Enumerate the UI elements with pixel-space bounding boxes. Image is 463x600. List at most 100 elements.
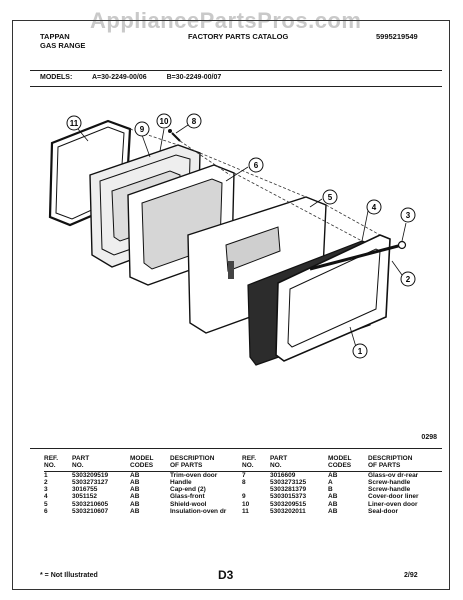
brand-name: TAPPAN: [40, 32, 70, 41]
ref-cell: 4: [44, 493, 48, 501]
model-code-cell: AB: [130, 486, 140, 494]
svg-text:1: 1: [358, 347, 363, 356]
part-number-cell: 3051152: [72, 493, 97, 501]
model-code-cell: AB: [130, 493, 140, 501]
callout-group: 11 9 10 8 6: [66, 113, 416, 359]
brand-block: TAPPAN GAS RANGE: [40, 32, 85, 50]
description-cell: Liner-oven door: [368, 500, 418, 508]
ref-cell: 8: [242, 478, 246, 486]
exploded-door-diagram: 11 9 10 8 6: [48, 113, 416, 366]
callout-8: 8: [175, 113, 202, 134]
divider-top: [30, 70, 442, 71]
page-border: [12, 20, 450, 590]
model-code-cell: B: [328, 486, 333, 494]
table-row: 4 3051152 AB Glass-front: [44, 493, 244, 500]
footer-note: * = Not Illustrated: [40, 572, 98, 579]
description-cell: Screw-handle: [368, 486, 411, 494]
description-cell: Cap-end (2): [170, 486, 206, 494]
description-cell: Glass-ov dr-rear: [368, 471, 419, 479]
svg-text:5: 5: [328, 193, 333, 202]
callout-10: 10: [156, 113, 172, 152]
document-number: 5995219549: [376, 32, 418, 41]
model-code-cell: AB: [328, 493, 338, 501]
callout-4: 4: [361, 199, 382, 242]
description-cell: Handle: [170, 478, 192, 486]
product-name: GAS RANGE: [40, 41, 86, 50]
callout-2: 2: [391, 260, 416, 287]
model-code-cell: AB: [328, 500, 338, 508]
page-number: D3: [218, 568, 234, 582]
screw-handle-illustration: [168, 129, 181, 142]
models-label: MODELS:: [40, 74, 73, 81]
part-number-cell: 5303210607: [72, 508, 109, 516]
description-cell: Glass-front: [170, 493, 205, 501]
description-cell: Seal-door: [368, 508, 398, 516]
table-row: 5303281379 B Screw-handle: [242, 486, 442, 493]
description-cell: Screw-handle: [368, 478, 411, 486]
callout-1: 1: [349, 326, 368, 359]
ref-cell: 1: [44, 471, 48, 479]
description-cell: Cover-door liner: [368, 493, 419, 501]
svg-text:6: 6: [254, 161, 259, 170]
part-number-cell: 5303015373: [270, 493, 307, 501]
ref-cell: 11: [242, 508, 249, 516]
model-code-cell: AB: [328, 471, 338, 479]
table-row: 3 3016755 AB Cap-end (2): [44, 486, 244, 493]
description-cell: Trim-oven door: [170, 471, 218, 479]
col-ref: REF.NO.: [242, 455, 270, 472]
part-number-cell: 3016755: [72, 486, 98, 494]
callout-5: 5: [309, 189, 338, 208]
svg-text:11: 11: [70, 119, 79, 128]
divider-table: [30, 448, 442, 449]
ref-cell: 2: [44, 478, 48, 486]
callout-11: 11: [66, 115, 89, 142]
model-code-cell: AB: [130, 508, 140, 516]
ref-cell: [242, 486, 270, 493]
model-b: B=30-2249-00/07: [166, 74, 222, 81]
part-number-cell: 3016609: [270, 471, 296, 479]
part-number-cell: 5303210605: [72, 500, 109, 508]
description-cell: Insulation-oven dr: [170, 508, 227, 516]
ref-cell: 10: [242, 500, 250, 508]
svg-text:10: 10: [160, 117, 169, 126]
table-row: 6 5303210607 AB Insulation-oven dr: [44, 508, 244, 515]
model-a: A=30-2249-00/06: [91, 74, 147, 81]
callout-9: 9: [134, 121, 151, 158]
catalog-title: FACTORY PARTS CATALOG: [188, 32, 289, 41]
handle-illustration: [309, 240, 407, 271]
ref-cell: 3: [44, 486, 48, 494]
divider-models: [30, 86, 442, 87]
part-number-cell: 5303273125: [270, 478, 307, 486]
part-number-cell: 5303281379: [270, 486, 307, 494]
description-cell: Shield-wool: [170, 500, 207, 508]
col-ref: REF.NO.: [44, 455, 72, 472]
svg-text:9: 9: [140, 125, 145, 134]
model-code-cell: AB: [130, 500, 140, 508]
models-line: MODELS: A=30-2249-00/06 B=30-2249-00/07: [40, 74, 239, 81]
part-number-cell: 5303209519: [72, 471, 109, 479]
model-code-cell: AB: [328, 508, 338, 516]
ref-cell: 5: [44, 500, 48, 508]
ref-cell: 6: [44, 508, 48, 516]
callout-6: 6: [225, 157, 264, 182]
svg-text:8: 8: [192, 117, 197, 126]
